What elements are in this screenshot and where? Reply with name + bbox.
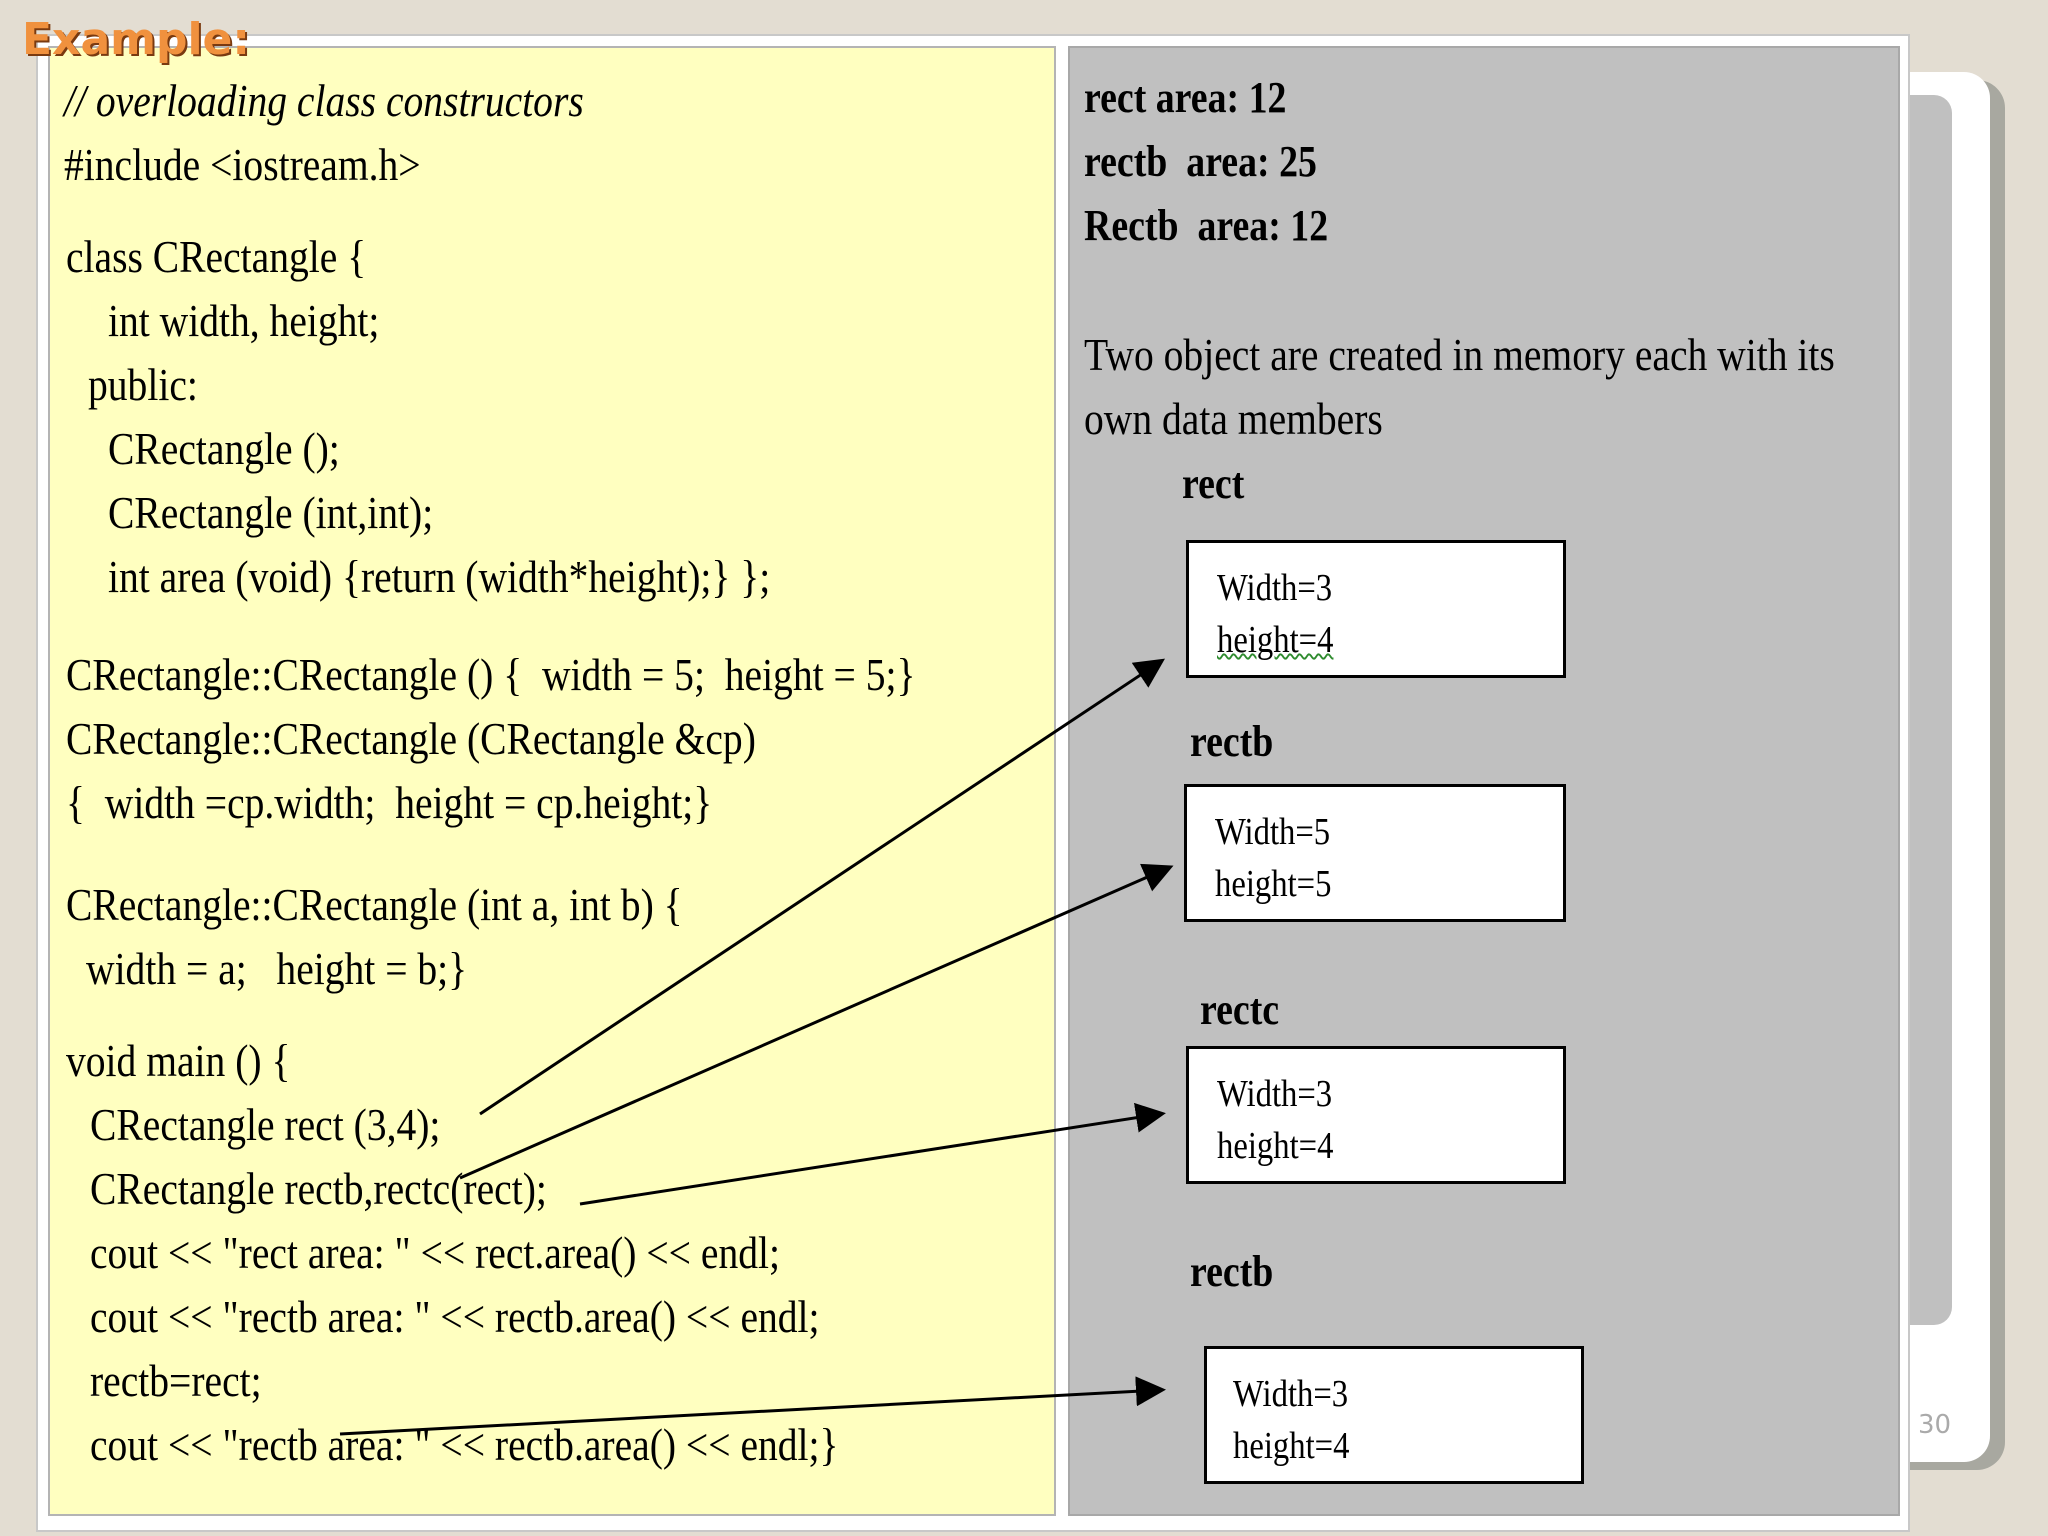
object-width: Width=3 — [1233, 1373, 1349, 1415]
code-line-int-body: width = a; height = b;} — [86, 943, 468, 994]
memory-note-line-1: Two object are created in memory each wi… — [1084, 329, 1835, 380]
code-line-def-default: CRectangle::CRectangle () { width = 5; h… — [66, 649, 916, 700]
arrow-rect — [479, 658, 1165, 1116]
code-line-cout-rect: cout << "rect area: " << rect.area() << … — [90, 1227, 780, 1278]
code-line-public: public: — [88, 359, 198, 410]
code-line-def-copy: CRectangle::CRectangle (CRectangle &cp) — [66, 713, 756, 764]
arrow-rectc — [579, 1102, 1166, 1206]
object-height: height=4 — [1233, 1425, 1350, 1467]
object-box-rect: Width=3 height=4 — [1186, 540, 1566, 678]
slide-heading: Example: — [22, 14, 250, 65]
output-line-rect: rect area: 12 — [1084, 73, 1287, 122]
code-line-cout-rectb-2: cout << "rectb area: " << rectb.area() <… — [90, 1419, 839, 1470]
code-line-assign: rectb=rect; — [90, 1355, 262, 1406]
object-label-rectb: rectb — [1190, 717, 1274, 766]
output-line-rectb-2: Rectb area: 12 — [1084, 201, 1329, 250]
code-line-class: class CRectangle { — [66, 231, 367, 282]
code-line-ctor-default: CRectangle (); — [108, 423, 340, 474]
code-line-members: int width, height; — [108, 295, 380, 346]
object-label-rectc: rectc — [1200, 985, 1280, 1034]
page-number: 30 — [1918, 1410, 1952, 1440]
object-box-rectb-2: Width=3 height=4 — [1204, 1346, 1584, 1484]
object-width: Width=3 — [1217, 567, 1333, 609]
code-line-copy-body: { width =cp.width; height = cp.height;} — [66, 777, 713, 828]
code-line-main: void main () { — [66, 1035, 291, 1086]
arrow-rectb-2 — [339, 1376, 1166, 1436]
code-line-def-int: CRectangle::CRectangle (int a, int b) { — [66, 879, 683, 930]
memory-note-line-2: own data members — [1084, 393, 1383, 444]
object-label-rect: rect — [1182, 459, 1245, 508]
object-box-rectb: Width=5 height=5 — [1184, 784, 1566, 922]
code-line-rect-decl: CRectangle rect (3,4); — [90, 1099, 441, 1150]
code-line-area: int area (void) {return (width*height);}… — [108, 551, 771, 602]
code-line-cout-rectb: cout << "rectb area: " << rectb.area() <… — [90, 1291, 820, 1342]
code-panel: // overloading class constructors #inclu… — [48, 46, 1056, 1516]
code-line-ctor-int: CRectangle (int,int); — [108, 487, 434, 538]
object-height: height=4 — [1217, 619, 1334, 661]
object-box-rectc: Width=3 height=4 — [1186, 1046, 1566, 1184]
code-line-comment: // overloading class constructors — [64, 75, 584, 126]
object-height: height=4 — [1217, 1125, 1334, 1167]
code-line-rectb-decl: CRectangle rectb,rectc(rect); — [90, 1163, 547, 1214]
output-panel: rect area: 12 rectb area: 25 Rectb area:… — [1068, 46, 1900, 1516]
code-line-include: #include <iostream.h> — [64, 139, 421, 190]
object-label-rectb-2: rectb — [1190, 1247, 1274, 1296]
object-width: Width=3 — [1217, 1073, 1333, 1115]
arrow-rectb — [459, 863, 1174, 1180]
object-width: Width=5 — [1215, 811, 1331, 853]
object-height: height=5 — [1215, 863, 1332, 905]
output-line-rectb: rectb area: 25 — [1084, 137, 1317, 186]
